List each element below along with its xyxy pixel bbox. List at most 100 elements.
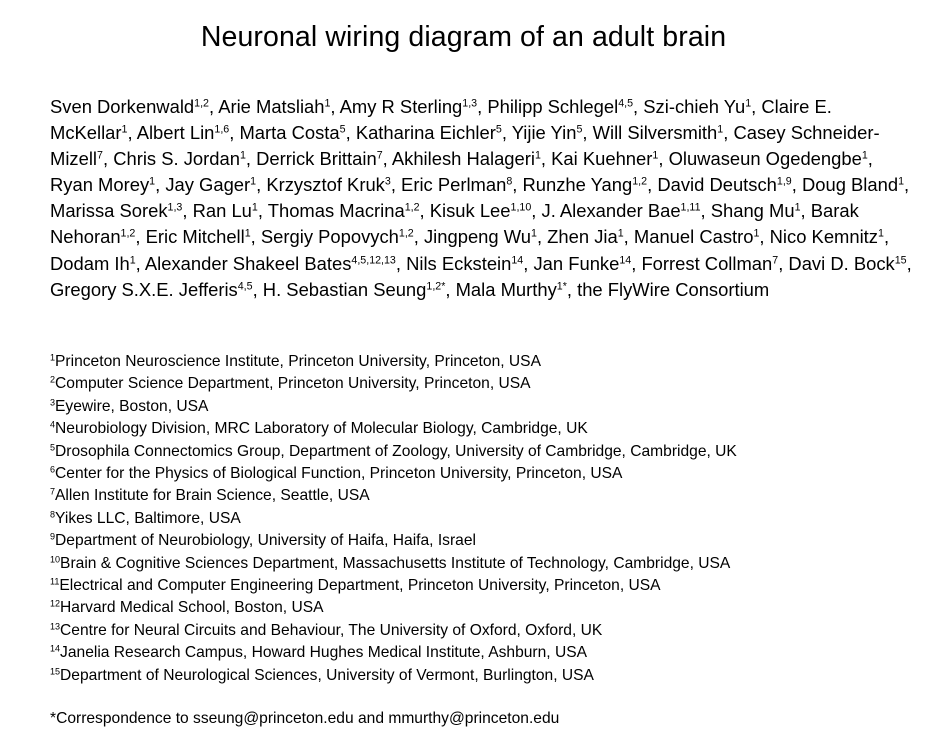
author: Zhen Jia1 [547,226,623,247]
author-name: Sergiy Popovych [260,226,399,248]
author: Sergiy Popovych1,2 [261,226,414,247]
author-name: Sven Dorkenwald [50,96,195,117]
author: Jan Funke14 [533,253,631,274]
affiliation-text: Allen Institute for Brain Science, Seatt… [55,487,370,505]
author: Claire E. McKellar1 [50,96,832,143]
affiliation-text: Eyewire, Boston, USA [55,397,209,415]
author: Yijie Yin5 [512,122,583,143]
author-affiliation-marker: 1 [531,227,537,240]
affiliation-item: 1Princeton Neuroscience Institute, Princ… [50,351,910,373]
author-name: Nils Eckstein [406,252,512,274]
author-name: Yijie Yin [511,122,577,144]
author-name: H. Sebastian Seung [262,278,427,300]
author-affiliation-marker: 1 [652,149,659,162]
affiliation-item: 6Center for the Physics of Biological Fu… [50,463,910,485]
author: Krzysztof Kruk3 [266,174,390,195]
author: Davi D. Bock15 [788,253,906,274]
author-name: Akhilesh Halageri [391,148,535,170]
affiliation-text: Department of Neurological Sciences, Uni… [60,666,594,684]
affiliation-item: 8Yikes LLC, Baltimore, USA [50,508,910,530]
affiliation-item: 4Neurobiology Division, MRC Laboratory o… [50,418,910,440]
author-name: Shang Mu [710,200,795,222]
author: Runzhe Yang1,2 [522,174,647,195]
author-name: Gregory S.X.E. Jefferis [50,278,238,300]
author-name: Oluwaseun Ogedengbe [668,148,862,170]
author-name: Kisuk Lee [429,200,511,222]
author-name: Arie Matsliah [218,96,325,117]
author-affiliation-marker: 1 [794,201,801,214]
affiliation-number: 5 [50,442,56,453]
author-affiliation-marker: 1 [534,149,541,162]
author: Manuel Castro1 [634,226,760,247]
author-name: Runzhe Yang [522,174,633,196]
author: Akhilesh Halageri1 [392,148,541,169]
author: Jingpeng Wu1 [424,226,537,247]
author-name: Ran Lu [192,200,252,222]
affiliation-number: 10 [50,554,61,565]
affiliation-text: Drosophila Connectomics Group, Departmen… [55,442,737,460]
author-affiliation-marker: 1 [250,175,257,188]
author: Shang Mu1 [711,200,801,221]
author-affiliation-marker: 7 [376,149,383,162]
author-name: Katharina Eichler [355,122,496,144]
author: Barak Nehoran1,2 [50,200,859,247]
author: Marissa Sorek1,3 [50,200,182,221]
author-name: Zhen Jia [547,226,618,248]
affiliation-number: 1 [50,352,56,363]
author-affiliation-marker: 1 [324,97,331,110]
affiliation-text: Yikes LLC, Baltimore, USA [55,509,241,527]
author: Nils Eckstein14 [406,253,523,274]
affiliation-item: 13Centre for Neural Circuits and Behavio… [50,620,910,642]
author: Gregory S.X.E. Jefferis4,5 [50,279,253,300]
author-name: Philipp Schlegel [487,96,619,117]
affiliation-text: Computer Science Department, Princeton U… [55,375,531,393]
author: Alexander Shakeel Bates4,5,12,13 [145,253,396,274]
author-name: Will Silversmith [592,122,718,144]
author: Ran Lu1 [193,200,258,221]
author-name: the FlyWire Consortium [577,278,770,300]
author-name: Mala Murthy [455,278,557,300]
author-name: Szi-chieh Yu [643,96,746,117]
affiliation-text: Center for the Physics of Biological Fun… [55,465,623,483]
author-name: Eric Mitchell [145,226,245,248]
author: Kisuk Lee1,10 [430,200,532,221]
author-affiliation-marker: 7 [97,149,103,162]
author-list: Sven Dorkenwald1,2, Arie Matsliah1, Amy … [50,96,912,300]
affiliation-text: Neurobiology Division, MRC Laboratory of… [55,420,588,438]
author-name: J. Alexander Bae [541,200,681,222]
author: Thomas Macrina1,2 [268,200,420,221]
author-affiliation-marker: 1,2 [404,201,420,214]
author-affiliation-marker: 14 [619,253,632,266]
author: Kai Kuehner1 [551,148,658,169]
author: Szi-chieh Yu1 [643,96,751,117]
author-name: Davi D. Bock [788,252,895,274]
author-name: Derrick Brittain [256,148,377,170]
author-name: Alexander Shakeel Bates [144,252,352,274]
author-name: Forrest Collman [641,252,773,274]
author-name: David Deutsch [657,174,777,196]
author-affiliation-marker: 1,2 [632,175,648,188]
author-affiliation-marker: 1 [251,201,258,214]
affiliation-number: 6 [50,464,56,475]
affiliation-item: 2Computer Science Department, Princeton … [50,373,910,395]
author-name: Claire E. McKellar [50,96,832,144]
author-name: Chris S. Jordan [113,148,240,170]
author: H. Sebastian Seung1,2* [263,279,446,300]
author-affiliation-marker: 14 [511,253,524,266]
author: Dodam Ih1 [50,253,136,274]
author-name: Marta Costa [239,122,340,144]
author: Doug Bland1 [802,174,904,195]
affiliation-number: 12 [50,598,61,609]
author-name: Eric Perlman [401,174,507,196]
author-name: Thomas Macrina [267,200,405,222]
affiliation-number: 3 [50,397,56,408]
affiliation-text: Brain & Cognitive Sciences Department, M… [60,554,731,572]
author-affiliation-marker: 1 [239,149,246,162]
author: Eric Mitchell1 [146,226,251,247]
author-affiliation-marker: 1,11 [680,201,701,214]
author: Chris S. Jordan1 [113,148,246,169]
author-affiliation-marker: 1,2 [398,227,414,240]
author-affiliation-marker: 1,2 [120,227,136,240]
author: Eric Perlman8 [401,174,512,195]
author-affiliation-marker: 1,9 [776,175,792,188]
